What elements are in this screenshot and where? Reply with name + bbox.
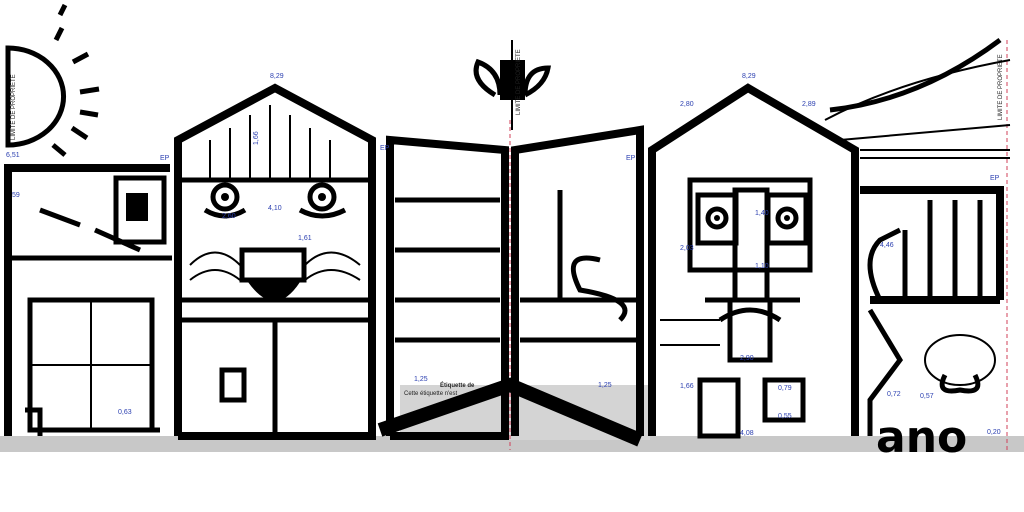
dimension: 1,10 — [755, 263, 769, 270]
ep-label: EP — [380, 145, 390, 152]
property-limit-label: LIMITE DE PROPRIETE — [11, 74, 17, 140]
dimension: 4,10 — [268, 205, 282, 212]
left-building — [4, 164, 172, 436]
house-left — [174, 83, 376, 440]
dimension: 0,57 — [920, 393, 934, 400]
dimension: 0,79 — [778, 385, 792, 392]
dimension: 1,25 — [414, 376, 428, 383]
ridge-height: 8,29 — [270, 73, 284, 80]
dimension: 4,08 — [740, 430, 754, 437]
house-right-face — [648, 83, 859, 439]
dimension: 2,03 — [680, 245, 694, 252]
flower-icon — [473, 40, 551, 130]
dimension: 2,90 — [740, 355, 754, 362]
dimension: 2,60 — [222, 213, 236, 220]
dimension: 1,40 — [755, 210, 769, 217]
ridge-height: 8,29 — [742, 73, 756, 80]
dimension: 1,66 — [680, 383, 694, 390]
dimension: 1,25 — [598, 382, 612, 389]
property-limit-label: LIMITE DE PROPRIETE — [516, 49, 522, 115]
property-limit-label: LIMITE DE PROPRIETE — [998, 54, 1004, 120]
ep-label: EP — [160, 155, 170, 162]
dimension: 2,80 — [680, 101, 694, 108]
middle-walls — [377, 125, 644, 447]
right-building — [824, 37, 1011, 436]
left-height: 6,51 — [6, 152, 20, 159]
dimension: 59 — [12, 192, 20, 199]
dimension: 2,89 — [802, 101, 816, 108]
tag-note: Cette étiquette n'est — [404, 391, 458, 397]
tag-title: Étiquette de — [440, 381, 475, 389]
sun-icon — [5, 3, 100, 157]
dimension: 4,46 — [880, 242, 894, 249]
ep-label: EP — [626, 155, 636, 162]
ep-label: EP — [990, 175, 1000, 182]
ano-logo: ano — [876, 412, 967, 463]
dimension: 0,72 — [887, 391, 901, 398]
dimension: 0,55 — [778, 413, 792, 420]
dimension: 1,61 — [298, 235, 312, 242]
dimension: 0,63 — [118, 409, 132, 416]
dimension: 0,20 — [987, 429, 1001, 436]
dimension: 1,66 — [253, 131, 260, 145]
